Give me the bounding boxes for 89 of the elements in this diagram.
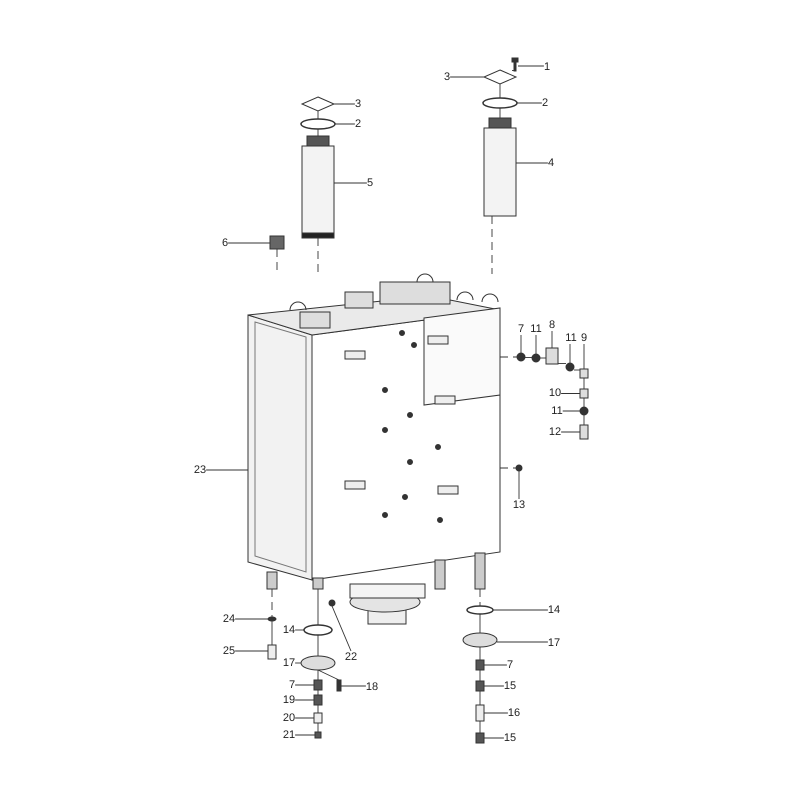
- callout-number: 6: [222, 237, 228, 249]
- nut: [516, 464, 522, 472]
- callout-number: 5: [366, 177, 374, 189]
- leader-line: [450, 76, 484, 78]
- fitting: [314, 694, 322, 706]
- plug: [328, 600, 336, 606]
- callout-number: 7: [506, 659, 514, 671]
- callout-number: 20: [282, 712, 296, 724]
- callout-number: 21: [282, 729, 296, 741]
- callout-number: 7: [288, 679, 296, 691]
- callout-number: 3: [354, 98, 362, 110]
- washer: [268, 616, 276, 622]
- assembly-line: [558, 363, 566, 364]
- sensor: [476, 704, 484, 722]
- seal-ring: [566, 362, 574, 372]
- leader-line: [484, 664, 508, 666]
- bolt: [268, 644, 276, 660]
- flange: [462, 632, 498, 648]
- assembly-line: [500, 356, 518, 358]
- o-ring: [300, 118, 336, 130]
- leader-line: [516, 102, 542, 104]
- leader-line: [234, 650, 268, 652]
- leader-line: [294, 662, 302, 664]
- callout-number: 7: [518, 323, 524, 335]
- leader-line: [562, 410, 580, 412]
- fitting: [580, 388, 588, 398]
- callout-number: 2: [542, 97, 548, 109]
- fitting: [314, 680, 322, 690]
- leader-line: [332, 606, 352, 652]
- tank-drawing: [248, 274, 500, 590]
- cap: [270, 236, 284, 250]
- filter-element: [484, 118, 516, 216]
- filter-element: [302, 136, 334, 238]
- leader-line: [560, 393, 580, 394]
- plug: [314, 732, 322, 738]
- callout-number: 2: [354, 118, 362, 130]
- leader-line: [294, 684, 314, 686]
- elbow-fitting: [580, 368, 588, 378]
- leader-line: [516, 162, 548, 164]
- callout-number: 11: [565, 332, 577, 344]
- callout-number: 8: [548, 319, 556, 331]
- callout-number: 22: [344, 651, 358, 663]
- callout-number: 4: [548, 157, 554, 169]
- callout-number: 16: [508, 707, 520, 719]
- fitting: [516, 352, 526, 362]
- assembly-line: [524, 357, 532, 358]
- plug: [580, 424, 588, 440]
- leader-line: [228, 242, 270, 244]
- cover-plate: [482, 69, 518, 85]
- leader-line: [520, 334, 522, 354]
- leader-line: [294, 734, 316, 736]
- callout-number: 11: [530, 323, 542, 335]
- callout-number: 14: [548, 604, 560, 616]
- callout-number: 23: [194, 464, 206, 476]
- callout-number: 9: [580, 332, 588, 344]
- callout-number: 24: [222, 613, 236, 625]
- assembly-line: [318, 670, 340, 680]
- callout-number: 19: [282, 694, 296, 706]
- leader-line: [234, 618, 268, 620]
- leader-line: [484, 712, 508, 714]
- callout-number: 17: [548, 637, 560, 649]
- screw: [336, 680, 342, 692]
- o-ring: [482, 97, 518, 109]
- callout-number: 14: [282, 624, 296, 636]
- o-ring: [303, 624, 333, 636]
- seal-ring: [580, 406, 588, 416]
- callout-number: 1: [544, 61, 550, 73]
- callout-number: 18: [366, 681, 378, 693]
- callout-number: 11: [551, 405, 563, 417]
- cover-plate: [300, 96, 336, 112]
- seal-ring: [532, 354, 540, 362]
- leader-line: [518, 470, 520, 500]
- flange: [300, 656, 336, 670]
- callout-number: 17: [282, 657, 296, 669]
- callout-number: 15: [504, 680, 516, 692]
- fitting: [476, 732, 484, 744]
- valve: [314, 712, 322, 724]
- screw: [512, 58, 518, 72]
- o-ring: [466, 605, 494, 615]
- callout-number: 13: [512, 499, 526, 511]
- callout-number: 3: [444, 71, 450, 83]
- fitting: [476, 660, 484, 670]
- callout-number: 10: [548, 387, 562, 399]
- fitting: [476, 680, 484, 692]
- callout-number: 15: [504, 732, 516, 744]
- callout-number: 12: [548, 426, 562, 438]
- leader-line: [334, 182, 368, 184]
- valve-block: [546, 348, 558, 364]
- callout-number: 25: [222, 645, 236, 657]
